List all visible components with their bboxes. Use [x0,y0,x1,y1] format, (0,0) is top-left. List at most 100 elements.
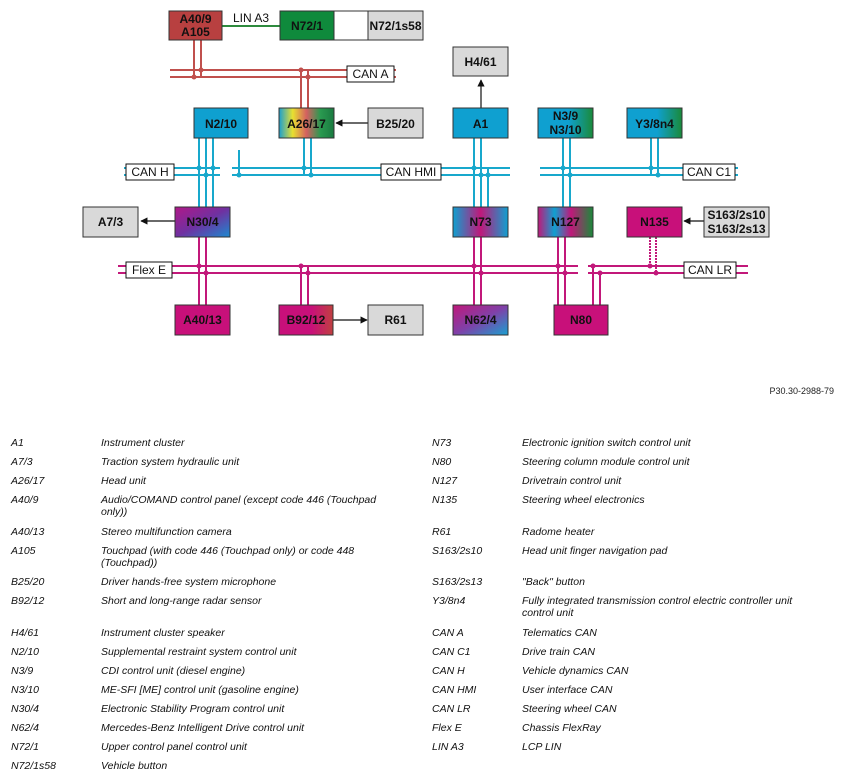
legend-code: A105 [11,545,36,557]
legend-code: N2/10 [11,646,40,658]
legend-code: A40/13 [11,526,45,538]
legend-code: A1 [11,437,24,449]
legend-description: Supplemental restraint system control un… [101,646,297,658]
node-label: S163/2s13 [707,222,765,236]
legend-code: H4/61 [11,627,40,639]
legend-description: ME-SFI [ME] control unit (gasoline engin… [101,684,299,696]
legend-code: N73 [432,437,452,449]
legend-code: N62/4 [11,722,40,734]
node-label: N135 [640,215,669,229]
node-a40-9-a105: A40/9 A105 [168,10,223,41]
legend-code: Y3/8n4 [432,595,466,607]
node-label: N127 [551,215,580,229]
node-label: A7/3 [98,215,124,229]
legend-description: Drivetrain control unit [522,475,622,487]
legend-code: N3/10 [11,684,40,696]
legend-code: N127 [432,475,458,487]
legend-code: S163/2s10 [432,545,483,557]
legend-description: Steering wheel electronics [522,494,645,506]
legend-code: A26/17 [11,475,45,487]
legend-description: Steering wheel CAN [522,703,617,715]
legend-description: Stereo multifunction camera [101,526,232,538]
legend-description: Drive train CAN [522,646,595,658]
legend-code: CAN C1 [432,646,471,658]
legend-description: Electronic ignition switch control unit [522,437,691,449]
node-label: A105 [181,25,210,39]
legend-description: Head unit finger navigation pad [522,545,668,557]
legend-description: Vehicle dynamics CAN [522,665,629,677]
legend-description: Upper control panel control unit [101,741,247,753]
legend-code: CAN H [432,665,465,677]
node-n3-9-n3-10: N3/9 N3/10 [537,107,594,139]
legend-description: Telematics CAN [522,627,597,639]
legend-code: LIN A3 [432,741,464,753]
node-label: N80 [570,313,592,327]
node-label: Y3/8n4 [635,117,674,131]
legend-description: Steering column module control unit [522,456,690,468]
node-label: N3/10 [549,123,581,137]
legend-description: Electronic Stability Program control uni… [101,703,285,715]
legend-description: Chassis FlexRay [522,722,601,734]
legend-description: Short and long-range radar sensor [101,595,262,607]
node-b92-12: B92/12 [278,304,334,336]
legend-description: Traction system hydraulic unit [101,456,240,468]
legend-code: CAN HMI [432,684,477,696]
node-h4-61: H4/61 [452,46,509,77]
node-y3-8n4: Y3/8n4 [626,107,683,139]
node-label: N30/4 [186,215,218,229]
legend-code: N80 [432,456,452,468]
node-n135: N135 [626,206,683,238]
node-n62-4: N62/4 [452,304,509,336]
legend-code: A7/3 [11,456,33,468]
node-a26-17: A26/17 [278,107,335,139]
node-label: A40/13 [183,313,222,327]
node-label: N3/9 [553,109,579,123]
legend-description: Head unit [101,475,146,487]
node-r61: R61 [367,304,424,336]
node-n80: N80 [553,304,609,336]
legend-code: B92/12 [11,595,45,607]
legend-code: N72/1 [11,741,40,753]
bus-can-hmi [232,167,510,176]
node-label: A40/9 [179,12,211,26]
legend-description: "Back" button [522,576,585,588]
legend-description: Audio/COMAND control panel (except code … [101,494,377,518]
node-label: B25/20 [376,117,415,131]
legend-code: B25/20 [11,576,45,588]
legend-description: LCP LIN [522,741,562,753]
network-topology-diagram: CAN A LIN A3 CAN H CAN HMI CAN C1 Flex E… [82,10,770,336]
legend-code: N72/1s58 [11,760,56,772]
node-n72-1: N72/1 [279,10,369,41]
node-label: N73 [469,215,491,229]
figure-reference: P30.30-2988-79 [769,386,834,396]
node-n30-4: N30/4 [174,206,231,238]
legend-description: Touchpad (with code 446 (Touchpad only) … [101,545,355,569]
label-flex-e: Flex E [132,263,166,277]
bus-labels: CAN A LIN A3 CAN H CAN HMI CAN C1 Flex E… [125,11,737,279]
legend-description: Radome heater [522,526,595,538]
legend-code: Flex E [432,722,462,734]
node-a7-3: A7/3 [82,206,139,238]
legend-description: Driver hands-free system microphone [101,576,277,588]
legend-code: R61 [432,526,452,538]
legend-description: Instrument cluster speaker [101,627,225,639]
node-label: H4/61 [464,55,496,69]
node-n72-1s58: N72/1s58 [367,10,424,41]
node-n2-10: N2/10 [193,107,249,139]
node-label: S163/2s10 [707,208,765,222]
node-label: N2/10 [205,117,237,131]
node-n73: N73 [452,206,509,238]
label-can-h: CAN H [131,165,168,179]
legend-code: S163/2s13 [432,576,483,588]
legend-description: Mercedes-Benz Intelligent Drive control … [101,722,305,734]
node-label: A26/17 [287,117,326,131]
legend-code: A40/9 [11,494,39,506]
node-label: N62/4 [464,313,496,327]
legend-code: N30/4 [11,703,40,715]
legend-code: CAN LR [432,703,471,715]
legend-description: CDI control unit (diesel engine) [101,665,246,677]
node-label: N72/1 [291,19,323,33]
legend-description: Fully integrated transmission control el… [522,595,793,619]
node-label: B92/12 [287,313,326,327]
legend-description: User interface CAN [522,684,613,696]
